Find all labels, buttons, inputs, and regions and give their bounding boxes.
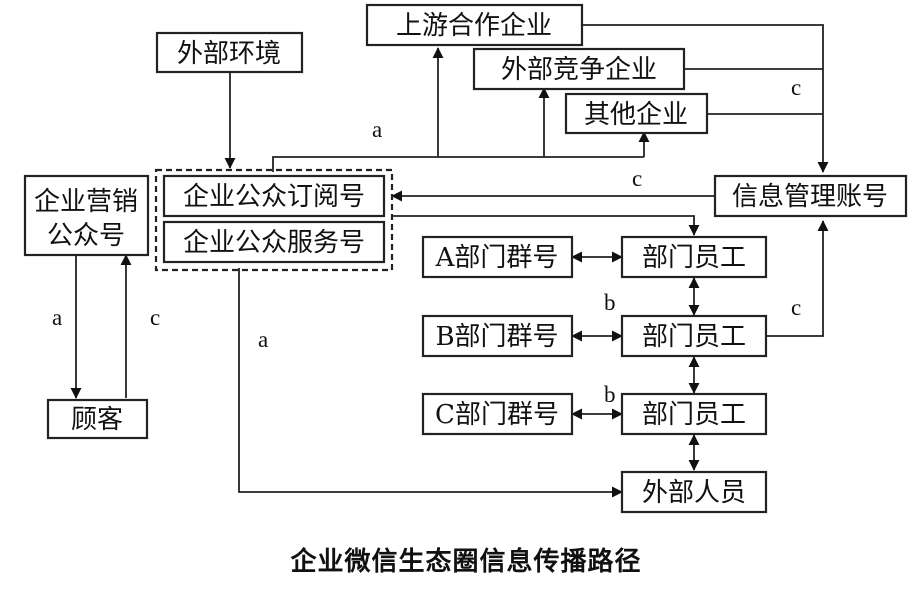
node-group-b: B部门群号 [421,314,574,358]
node-staff-1: 部门员工 [620,235,768,279]
arrow-service-external [238,268,623,498]
node-other-label: 其他企业 [584,100,688,130]
node-environment: 外部环境 [155,31,304,74]
node-external-label: 外部人员 [642,478,746,508]
node-upstream: 上游合作企业 [365,3,584,47]
label-b-1: b [604,290,616,315]
diagram-caption: 企业微信生态圈信息传播路径 [290,546,641,577]
node-service-label: 企业公众服务号 [183,228,365,258]
label-c-staff: c [791,295,801,320]
node-staff-2: 部门员工 [620,314,768,358]
label-b-2: b [604,382,616,407]
node-staff-1-label: 部门员工 [642,243,746,273]
node-info-mgmt-label: 信息管理账号 [732,182,888,212]
node-customer: 顾客 [46,398,149,440]
node-environment-label: 外部环境 [177,39,281,69]
node-group-b-label: B部门群号 [435,322,558,352]
node-upstream-label: 上游合作企业 [396,11,552,41]
node-group-a-label: A部门群号 [435,243,559,273]
label-c-middle: c [632,166,642,191]
node-staff-2-label: 部门员工 [642,322,746,352]
arrow-staff-info [766,220,829,337]
label-c-left: c [150,305,160,330]
node-marketing-label-1: 企业营销 [34,187,138,217]
node-group-c-label: C部门群号 [435,400,559,430]
node-competitor-label: 外部竞争企业 [501,55,657,85]
label-a-service: a [258,327,268,352]
node-subscription-label: 企业公众订阅号 [183,182,365,212]
node-group-a: A部门群号 [421,235,574,279]
node-other: 其他企业 [564,92,709,135]
label-c-top-right: c [791,75,801,100]
node-external: 外部人员 [620,470,768,514]
node-service: 企业公众服务号 [162,220,386,264]
official-accounts-group [154,168,394,272]
node-subscription: 企业公众订阅号 [162,174,386,218]
node-marketing: 企业营销 公众号 [23,174,150,257]
line-upstream-info [582,24,829,173]
node-competitor: 外部竞争企业 [472,47,686,91]
node-group-c: C部门群号 [421,392,574,436]
node-info-mgmt: 信息管理账号 [713,174,908,218]
node-marketing-label-2: 公众号 [47,221,125,251]
label-a-left: a [52,305,62,330]
node-customer-label: 顾客 [71,405,123,435]
arrow-subscription-staff [392,215,700,236]
label-a-top: a [372,117,382,142]
line-subscription-enterprises [272,156,644,172]
node-staff-3: 部门员工 [620,392,768,436]
node-staff-3-label: 部门员工 [642,400,746,430]
